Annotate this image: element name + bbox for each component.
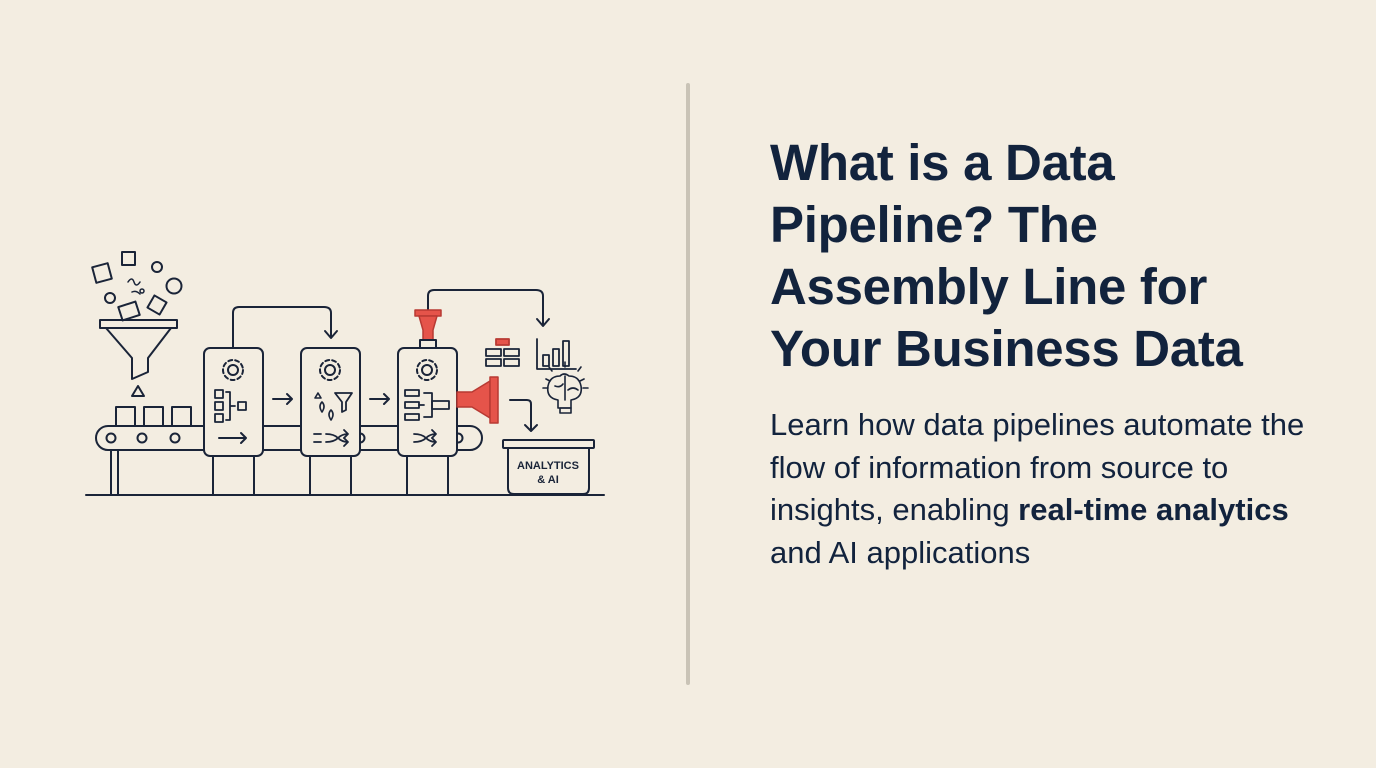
gear-icon bbox=[416, 359, 438, 381]
vertical-divider bbox=[686, 83, 690, 685]
conveyor-belt bbox=[95, 406, 483, 496]
page-subtitle: Learn how data pipelines automate the fl… bbox=[770, 404, 1330, 574]
page-title: What is a Data Pipeline? The Assembly Li… bbox=[770, 134, 1243, 377]
arrow-right-icon bbox=[369, 393, 390, 405]
megaphone-nozzle-icon bbox=[456, 376, 499, 424]
data-pipeline-illustration: ANALYTICS & AI bbox=[80, 240, 620, 510]
arrow-right-icon bbox=[272, 393, 293, 405]
gear-icon bbox=[319, 359, 341, 381]
funnel-icon bbox=[99, 319, 178, 397]
svg-text:& AI: & AI bbox=[537, 474, 559, 486]
shuffle-icon bbox=[413, 429, 437, 447]
hierarchy-icon bbox=[404, 389, 450, 421]
brain-lightbulb-icon bbox=[542, 361, 589, 414]
loop-arrow-1 bbox=[232, 306, 332, 349]
pipeline-stage-extract bbox=[203, 347, 264, 496]
loop-arrow-2 bbox=[427, 289, 544, 325]
svg-text:ANALYTICS: ANALYTICS bbox=[517, 460, 579, 472]
pipeline-stage-transform bbox=[300, 347, 361, 496]
arrow-down-icon bbox=[509, 399, 538, 432]
hierarchy-icon bbox=[214, 389, 247, 423]
droplet-icon bbox=[314, 392, 334, 421]
table-grid-icon bbox=[485, 338, 520, 367]
pipeline-stage-load bbox=[397, 309, 458, 496]
raw-data-shapes-icon bbox=[91, 251, 183, 322]
gear-icon bbox=[222, 359, 244, 381]
article-header: What is a Data Pipeline? The Assembly Li… bbox=[770, 132, 1330, 574]
analytics-ai-bin: ANALYTICS & AI bbox=[502, 439, 595, 495]
bar-chart-icon bbox=[536, 338, 577, 370]
filter-icon bbox=[334, 392, 353, 413]
arrow-right-icon bbox=[218, 432, 247, 444]
shuffle-icon bbox=[313, 429, 349, 447]
subtitle-text-end: and AI applications bbox=[770, 534, 1031, 570]
subtitle-emphasis: real-time analytics bbox=[1018, 492, 1289, 527]
subtitle-text: Learn how data pipelines automate the fl… bbox=[770, 407, 1305, 527]
